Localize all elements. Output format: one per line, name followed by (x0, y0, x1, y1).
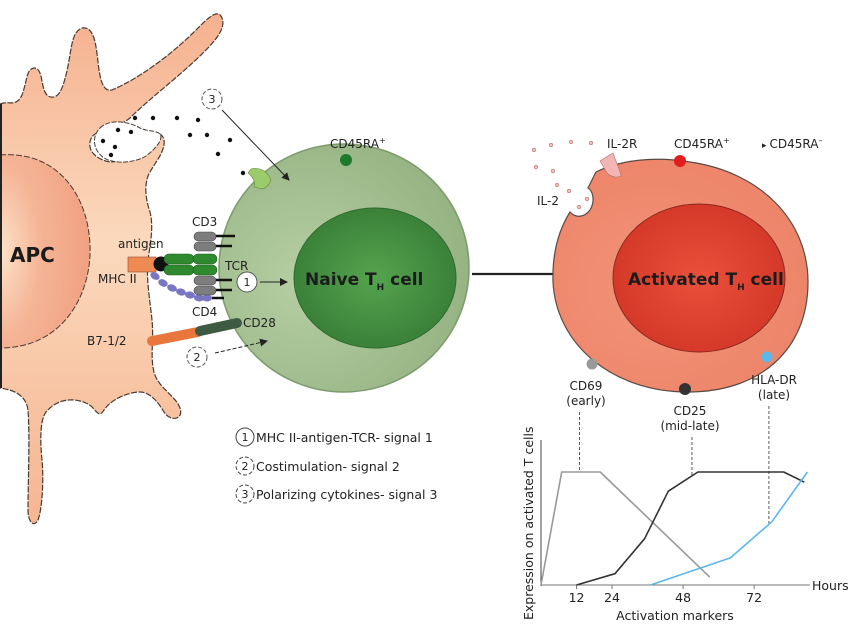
svg-text:3: 3 (209, 93, 216, 106)
cd28-label: CD28 (243, 316, 276, 330)
cd45ra-plus-label: CD45RA+ (674, 136, 730, 151)
cd45ra-naive-label: CD45RA+ (330, 136, 386, 151)
activated-cell-label: Activated TH cell (628, 270, 784, 293)
antigen-label: antigen (118, 237, 164, 251)
svg-text:2: 2 (242, 460, 249, 473)
signal-2-arrow (214, 338, 268, 354)
mhc-ii-label: MHC II (98, 272, 137, 286)
il2-label: IL-2 (537, 194, 559, 208)
legend-item-2: 2 Costimulation- signal 2 (235, 456, 400, 476)
legend-item-1: 1 MHC II-antigen-TCR- signal 1 (235, 427, 433, 447)
cd28-molecule (195, 318, 242, 336)
apc-body (0, 13, 224, 525)
apc-label: APC (10, 243, 55, 267)
legend-item-3: 3 Polarizing cytokines- signal 3 (235, 484, 437, 504)
b7-molecule (147, 327, 203, 346)
hla-dr-timing: (late) (758, 388, 790, 402)
il2-dots (531, 139, 594, 210)
cd25-marker (679, 383, 691, 395)
activated-t-cell: Activated TH cell IL-2R IL-2 CD45RA+ ▸CD… (531, 136, 822, 433)
chart-x-tick-label: 48 (675, 590, 691, 605)
activated-cell-nucleus (612, 203, 786, 353)
svg-text:3: 3 (242, 488, 249, 501)
cd45ra-activated-marker (674, 155, 686, 167)
mhc-ii (127, 256, 157, 273)
chart-series-cd25 (576, 471, 805, 586)
svg-text:Polarizing cytokines- signal 3: Polarizing cytokines- signal 3 (256, 487, 437, 502)
svg-text:1: 1 (244, 276, 251, 289)
hla-dr-label: HLA-DR (751, 373, 797, 387)
il2r-receptor-icon (599, 152, 622, 178)
apc-cell: APC (0, 13, 224, 525)
signal-legend: 1 MHC II-antigen-TCR- signal 1 2 Costimu… (235, 427, 437, 504)
svg-text:MHC II-antigen-TCR- signal 1: MHC II-antigen-TCR- signal 1 (256, 430, 433, 445)
naive-cell-label: Naive TH cell (305, 270, 423, 293)
signal-1-marker: 1 (236, 271, 288, 293)
cd69-marker (586, 358, 598, 370)
tcr-molecule (163, 253, 218, 276)
cd25-label: CD25 (674, 404, 707, 418)
signal-3-marker: 3 (201, 88, 290, 181)
cytokine-receptor-icon (247, 168, 271, 190)
immune-synapse: antigen MHC II CD4 TCR (87, 215, 276, 348)
svg-text:1: 1 (242, 431, 249, 444)
svg-text:Costimulation- signal 2: Costimulation- signal 2 (256, 459, 400, 474)
cd69-label: CD69 (570, 379, 603, 393)
signal-3-arrow (221, 109, 290, 181)
cd45ra-minus-label: ▸CD45RA– (762, 136, 822, 151)
apc-vesicle (93, 121, 162, 163)
b7-label: B7-1/2 (87, 334, 127, 348)
chart-x-label: Activation markers (616, 608, 734, 623)
apc-nucleus (0, 154, 91, 349)
cd45ra-naive-marker (340, 154, 352, 166)
cd69-timing: (early) (566, 394, 605, 408)
cytokine-dots (100, 115, 246, 176)
cd4-molecule (150, 272, 212, 302)
chart-y-label: Expression on activated T cells (521, 427, 536, 620)
chart-x-tick-label: 12 (569, 590, 585, 605)
tcr-label: TCR (224, 259, 248, 273)
hla-dr-marker (761, 351, 773, 363)
chart-x-tick-label: 24 (604, 590, 620, 605)
chart-x-unit-label: Hours (812, 578, 849, 593)
naive-t-cell: Naive TH cell CD45RA+ (218, 136, 470, 393)
activation-markers-chart: Hours Activation markers Expression on a… (521, 406, 849, 623)
chart-series-cd69 (540, 471, 711, 586)
svg-text:2: 2 (194, 351, 201, 364)
signal-2-marker: 2 (186, 338, 268, 368)
chart-x-tick-label: 72 (746, 590, 762, 605)
il2r-label: IL-2R (607, 137, 637, 151)
chart-series-hla-dr (650, 471, 809, 586)
cd3-label: CD3 (192, 215, 217, 229)
cd25-timing: (mid-late) (660, 419, 719, 433)
cd4-label: CD4 (192, 305, 217, 319)
cd3-tails (216, 234, 235, 292)
naive-cell-nucleus (293, 207, 457, 349)
